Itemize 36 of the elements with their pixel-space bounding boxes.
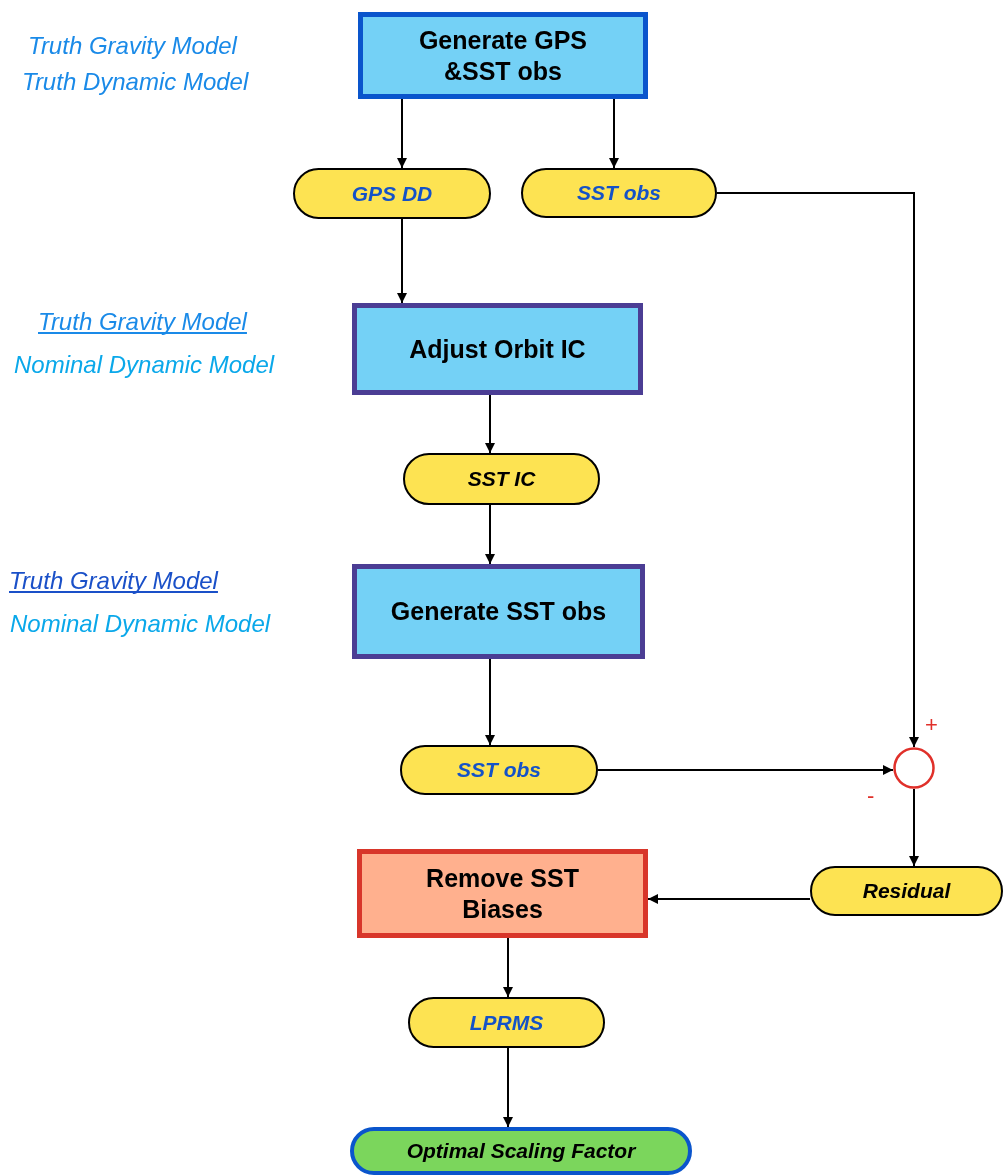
arrow [716,192,919,748]
model-note: Truth Gravity Model [8,567,218,595]
sign-label: - [867,783,875,809]
node-label: SST IC [467,467,536,491]
arrow [597,765,894,775]
node-label: Generate SST obs [390,596,607,627]
node-label: Adjust Orbit IC [409,333,586,365]
arrow [485,658,495,746]
model-note: Truth Gravity Model [28,32,237,60]
arrow [485,394,495,454]
node-label: GPS DD [351,181,433,206]
node-label: SST obs [577,181,661,205]
process-box [357,849,648,938]
model-note: Truth Gravity Model [37,308,247,336]
model-note: Truth Dynamic Model [22,68,249,96]
node-label: Generate GPS &SST obs [417,24,589,87]
process-box [358,12,648,99]
node-label: Remove SST Biases [425,862,580,925]
arrow [909,788,919,867]
arrow [609,98,619,169]
node-label: Residual [862,879,951,903]
arrow [647,894,811,904]
arrow [485,504,495,565]
node-label: LPRMS [469,1010,544,1035]
process-box [352,564,645,659]
arrow [503,937,513,998]
summing-junction [893,747,935,789]
arrow [397,218,407,304]
node-label: SST obs [457,758,541,782]
model-note: Nominal Dynamic Model [14,351,275,379]
arrow [397,98,407,169]
model-note: Nominal Dynamic Model [10,610,271,638]
arrow [503,1047,513,1128]
node-label: Optimal Scaling Factor [406,1139,636,1163]
process-box [352,303,643,395]
sign-label: + [925,712,938,738]
